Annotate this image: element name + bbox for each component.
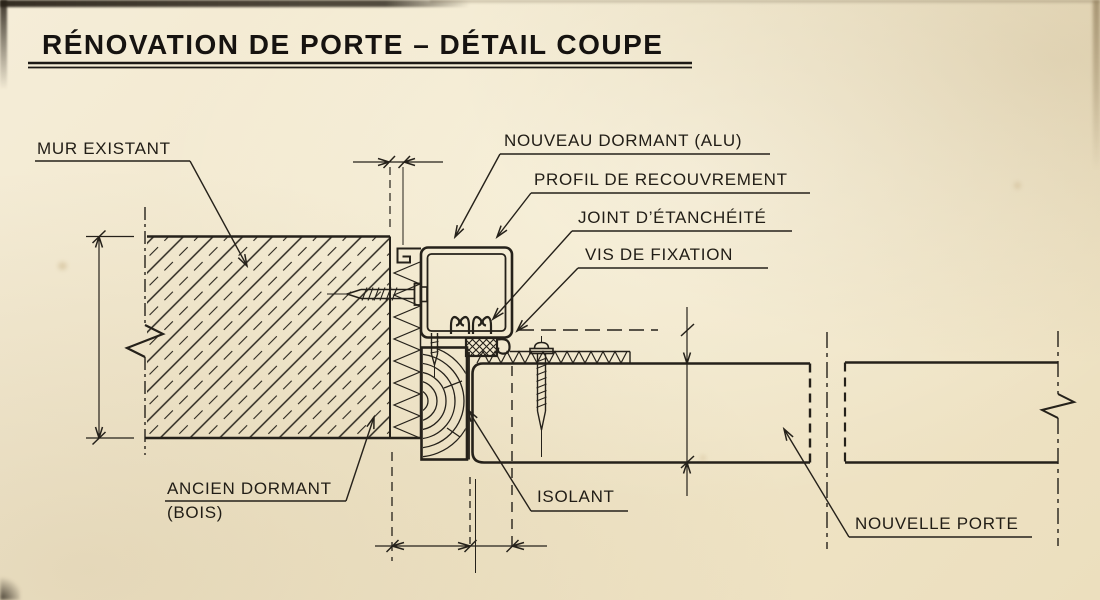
label-existing-wall: MUR EXISTANT <box>37 139 171 158</box>
new-door-left <box>471 336 812 553</box>
gap-dimension <box>353 155 443 245</box>
gasket-seals <box>449 316 493 334</box>
label-fixing-screw: VIS DE FIXATION <box>585 245 734 264</box>
wood-screw <box>430 333 439 377</box>
label-sealing-joint: JOINT D’ÉTANCHÉITÉ <box>578 208 767 227</box>
label-new-frame: NOUVEAU DORMANT (ALU) <box>504 131 743 150</box>
page-title: RÉNOVATION DE PORTE – DÉTAIL COUPE <box>42 29 664 60</box>
label-old-frame: ANCIEN DORMANT <box>167 479 332 498</box>
callout-leaders <box>35 153 1032 538</box>
foam-band <box>392 261 422 439</box>
sealing-joint <box>464 336 511 358</box>
label-insulation: ISOLANT <box>537 487 615 506</box>
door-thickness-dimension <box>680 307 695 496</box>
new-door-right <box>826 331 1077 549</box>
door-screw <box>529 336 554 457</box>
existing-wall <box>124 207 421 455</box>
title-underline <box>28 61 692 69</box>
label-cover-profile: PROFIL DE RECOUVREMENT <box>534 170 788 189</box>
label-new-door: NOUVELLE PORTE <box>855 514 1019 533</box>
wall-height-dimension <box>86 229 134 446</box>
anchor-screw <box>327 282 428 306</box>
label-old-frame-material: (BOIS) <box>167 503 224 522</box>
bottom-dimensions <box>375 452 547 573</box>
old-wood-frame <box>420 346 469 461</box>
gasket-clip <box>496 338 511 355</box>
cover-profile-hook <box>396 247 421 264</box>
wall-break-symbol <box>124 324 166 358</box>
wood-grain <box>423 349 466 458</box>
door-break-symbol <box>1039 393 1077 419</box>
